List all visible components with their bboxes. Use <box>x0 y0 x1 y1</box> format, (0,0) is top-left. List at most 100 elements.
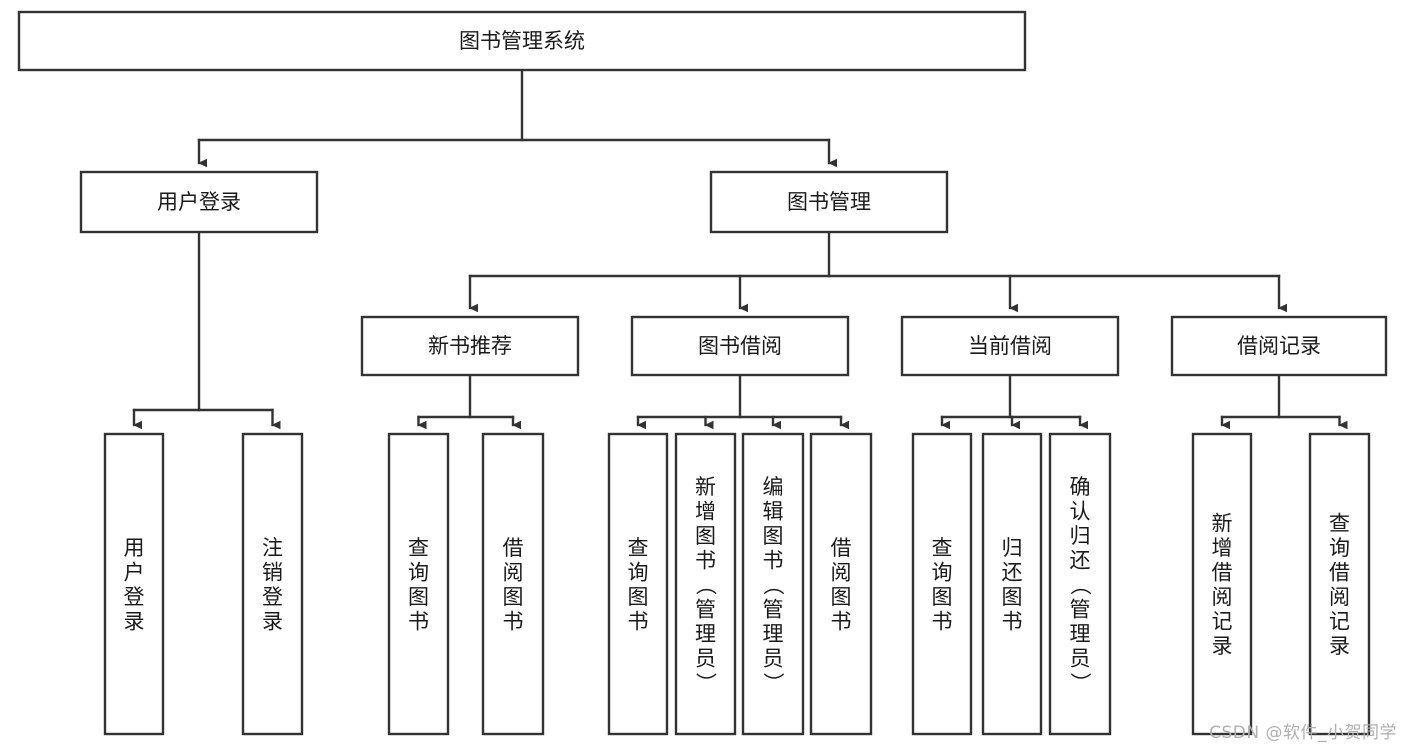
node-label-char: 查 <box>408 536 429 560</box>
node-label-char: 阅 <box>1329 585 1350 609</box>
node-label-char: 阅 <box>503 561 524 585</box>
node-book-manage[interactable]: 图书管理 <box>709 170 949 234</box>
node-label-char: 增 <box>1212 536 1233 560</box>
node-label: 借阅记录 <box>1237 334 1321 358</box>
node-label-char: 新 <box>695 475 716 499</box>
node-label-char: 图 <box>932 585 953 609</box>
node-label-char: 用 <box>124 536 145 560</box>
node-label-char: 书 <box>932 610 953 634</box>
node-box <box>981 432 1043 736</box>
node-label-char: 查 <box>628 536 649 560</box>
node-label-char: 确 <box>1070 475 1091 499</box>
node-label-char: 员 <box>695 646 716 670</box>
node-label-char: 辑 <box>763 499 784 523</box>
node-box <box>1048 432 1112 736</box>
node-label-char: 记 <box>1212 610 1233 634</box>
node-box <box>79 170 319 234</box>
node-label-char: 书 <box>831 610 852 634</box>
node-box <box>1191 432 1253 736</box>
node-label-char: 新 <box>1212 512 1233 536</box>
node-label-char: 登 <box>262 585 283 609</box>
node-user-login[interactable]: 用户登录 <box>79 170 319 234</box>
node-label-char: 借 <box>503 536 524 560</box>
node-label-char: 员 <box>1070 646 1091 670</box>
node-label-char: 录 <box>262 610 283 634</box>
node-label-char: 图 <box>503 585 524 609</box>
node-box <box>1308 432 1371 736</box>
node-new-book-recommend[interactable]: 新书推荐 <box>360 315 580 377</box>
csdn-watermark: CSDN @软件_小贺同学 <box>1209 723 1397 743</box>
node-label: 当前借阅 <box>968 334 1052 358</box>
node-label-char: 图 <box>763 524 784 548</box>
node-label-char: 归 <box>1002 536 1023 560</box>
node-label: 图书管理系统 <box>459 29 585 53</box>
node-label-char: 记 <box>1329 610 1350 634</box>
node-book-borrow[interactable]: 图书借阅 <box>630 315 850 377</box>
node-box <box>387 432 450 736</box>
node-label-char: 户 <box>124 561 145 585</box>
node-label-char: 询 <box>1329 536 1350 560</box>
node-label-char: 理 <box>763 622 784 646</box>
node-label-char: 还 <box>1002 561 1023 585</box>
node-label-char: 管 <box>763 597 784 621</box>
node-label: 新书推荐 <box>428 334 512 358</box>
node-leaf-user-login[interactable]: 用户登录 <box>103 432 165 736</box>
node-label-char: 查 <box>932 536 953 560</box>
node-current-borrow[interactable]: 当前借阅 <box>900 315 1120 377</box>
node-label-char: （ <box>1068 574 1092 595</box>
node-label-char: 书 <box>763 548 784 572</box>
node-borrow-record[interactable]: 借阅记录 <box>1170 315 1388 377</box>
node-label-char: 录 <box>1329 634 1350 658</box>
node-box <box>1170 315 1388 377</box>
node-label-char: 书 <box>408 610 429 634</box>
node-box <box>481 432 545 736</box>
node-label: 图书借阅 <box>698 334 782 358</box>
node-box <box>900 315 1120 377</box>
node-label-char: 登 <box>124 585 145 609</box>
node-label-char: ） <box>1068 672 1092 693</box>
node-label-char: 阅 <box>831 561 852 585</box>
node-root[interactable]: 图书管理系统 <box>17 10 1027 72</box>
node-label-char: 借 <box>831 536 852 560</box>
node-label-char: 查 <box>1329 512 1350 536</box>
node-label-char: 理 <box>1070 622 1091 646</box>
node-box <box>911 432 973 736</box>
node-box <box>674 432 737 736</box>
node-label-char: （ <box>761 574 785 595</box>
node-box <box>360 315 580 377</box>
node-label-char: （ <box>694 574 718 595</box>
node-box <box>630 315 850 377</box>
node-label-char: 图 <box>1002 585 1023 609</box>
node-label-char: 管 <box>1070 597 1091 621</box>
node-label-char: 图 <box>695 524 716 548</box>
node-label-char: 管 <box>695 597 716 621</box>
node-label-char: 书 <box>1002 610 1023 634</box>
node-label-char: 归 <box>1070 524 1091 548</box>
node-box <box>103 432 165 736</box>
node-label-char: ） <box>694 672 718 693</box>
node-label-char: 增 <box>695 499 716 523</box>
node-label-char: 图 <box>831 585 852 609</box>
node-label-char: 询 <box>408 561 429 585</box>
node-label-char: ） <box>761 672 785 693</box>
node-box <box>607 432 669 736</box>
node-label-char: 书 <box>695 548 716 572</box>
node-label-char: 编 <box>763 475 784 499</box>
node-box <box>709 170 949 234</box>
node-label-char: 还 <box>1070 548 1091 572</box>
node-label-char: 认 <box>1070 499 1091 523</box>
